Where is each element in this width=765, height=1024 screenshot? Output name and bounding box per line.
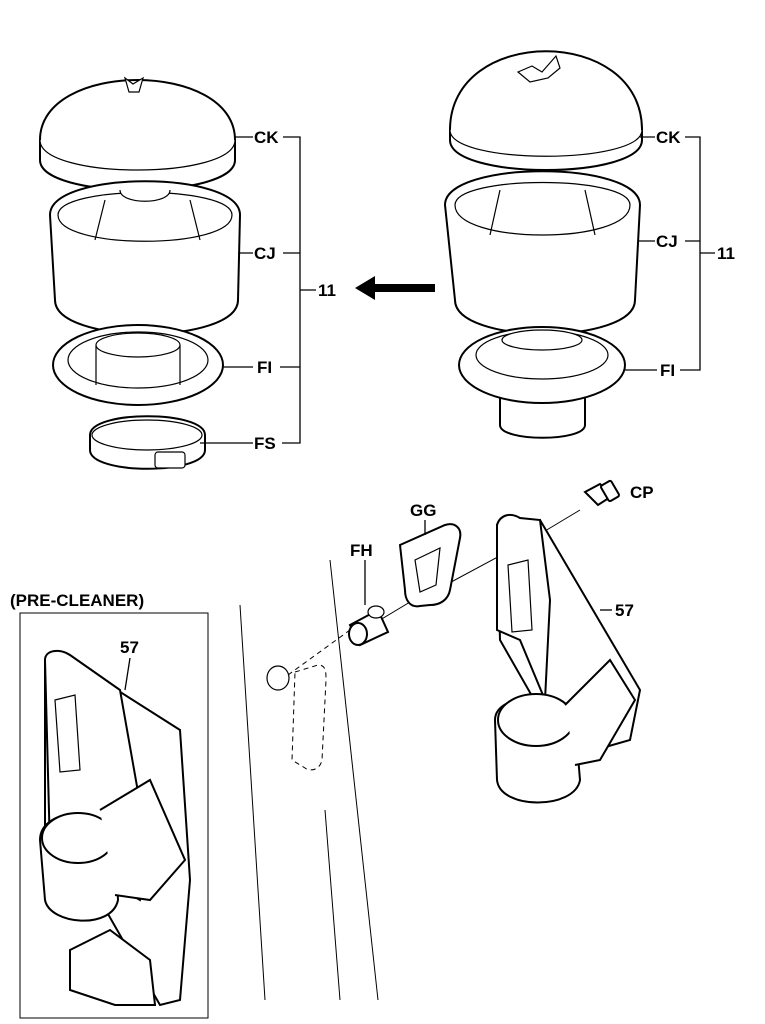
label-fi-right: FI [660, 361, 675, 380]
label-cj-right: CJ [656, 232, 678, 251]
right-air-cleaner-assembly: CK CJ FI 11 [443, 50, 735, 439]
panel-hole [266, 665, 290, 691]
label-11-right: 11 [717, 244, 735, 263]
left-bracket-11 [280, 136, 316, 444]
label-gg: GG [410, 501, 436, 520]
right-ring-fi [458, 326, 626, 439]
mounting-parts: CP GG FH 57 [239, 479, 654, 1001]
left-cover-ck [39, 76, 236, 191]
label-cj-left: CJ [254, 244, 276, 263]
inset-frame [19, 612, 209, 1019]
left-air-cleaner-assembly: CK CJ FI FS 11 [39, 76, 336, 470]
right-leader-lines [625, 136, 657, 371]
panel-edge-lines [239, 559, 379, 1001]
label-ck-left: CK [254, 128, 279, 147]
label-11-left: 11 [318, 281, 336, 300]
left-clamp-fs [89, 415, 206, 470]
label-fs-left: FS [254, 434, 276, 453]
pre-cleaner-inset: (PRE-CLEANER) 57 [10, 591, 209, 1019]
right-bracket-11 [680, 136, 715, 371]
screw-cp [583, 479, 620, 507]
label-fh: FH [350, 541, 373, 560]
left-body-cj [48, 180, 242, 335]
right-cover-ck [449, 50, 643, 171]
right-body-cj [443, 170, 642, 335]
arrow-left-icon [355, 276, 435, 300]
gasket-gg [398, 523, 462, 608]
bracket-57 [493, 513, 642, 804]
panel-cutout-dashed [291, 664, 327, 771]
left-ring-fi [52, 324, 224, 406]
label-cp: CP [630, 483, 654, 502]
label-57: 57 [615, 601, 634, 620]
fitting-fh [348, 605, 390, 647]
inset-title: (PRE-CLEANER) [10, 591, 144, 610]
left-leader-lines [200, 136, 253, 444]
label-ck-right: CK [656, 128, 681, 147]
label-fi-left: FI [257, 358, 272, 377]
inset-label-57: 57 [120, 638, 139, 657]
